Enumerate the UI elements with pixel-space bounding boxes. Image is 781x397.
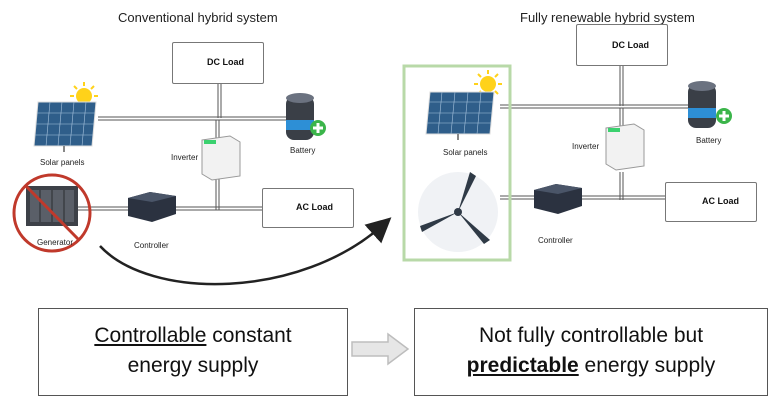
controller-icon: [128, 192, 176, 222]
generator-label: Generator: [37, 238, 74, 247]
dc-load-label: DC Load: [207, 57, 244, 67]
ac-load-label: AC Load: [296, 202, 333, 212]
controller-label: Controller: [538, 236, 573, 245]
inverter-label: Inverter: [171, 153, 199, 162]
dc-load-box: [576, 24, 668, 66]
inverter-icon: [201, 135, 241, 181]
left-wiring: [68, 82, 288, 211]
predictable-rest: energy supply: [578, 354, 716, 377]
arrow-icon: [351, 332, 410, 366]
renewable-frame: [402, 64, 512, 262]
inverter-label: Inverter: [572, 142, 600, 151]
predictable-line2: predictable energy supply: [415, 351, 767, 381]
controllable-line1: Controllable constant: [39, 321, 347, 351]
solar-label: Solar panels: [40, 158, 85, 167]
ac-load-label: AC Load: [702, 196, 739, 206]
right-wiring: [500, 64, 690, 200]
plus-icon: [310, 120, 326, 136]
plus-icon: [716, 108, 732, 124]
controllable-line2: energy supply: [127, 354, 259, 377]
controllable-rest: constant: [206, 324, 292, 347]
ac-load-box: [262, 188, 354, 228]
controller-label: Controller: [134, 241, 169, 250]
left-title: Conventional hybrid system: [118, 10, 278, 25]
predictable-line1: Not fully controllable but: [478, 324, 704, 347]
wind-turbine-icon: [418, 172, 498, 252]
prohibit-icon: [12, 173, 92, 253]
inverter-icon: [605, 123, 645, 171]
dc-load-label: DC Load: [612, 40, 649, 50]
controllable-box: Controllable constant energy supply: [38, 308, 348, 396]
ac-load-box: [665, 182, 757, 222]
controllable-word: Controllable: [94, 324, 207, 347]
controller-icon: [534, 184, 582, 214]
right-title: Fully renewable hybrid system: [520, 10, 695, 25]
battery-icon: [688, 81, 716, 128]
battery-icon: [286, 93, 314, 140]
arrow-icon: [99, 217, 392, 286]
solar-label: Solar panels: [443, 148, 488, 157]
battery-label: Battery: [696, 136, 722, 145]
solar-panel-icon: [425, 91, 495, 140]
solar-panel-icon: [33, 101, 97, 152]
predictable-word: predictable: [466, 354, 579, 377]
dc-load-box: [172, 42, 264, 84]
generator-icon: [26, 186, 78, 226]
predictable-box: Not fully controllable but predictable e…: [414, 308, 768, 396]
battery-label: Battery: [290, 146, 316, 155]
